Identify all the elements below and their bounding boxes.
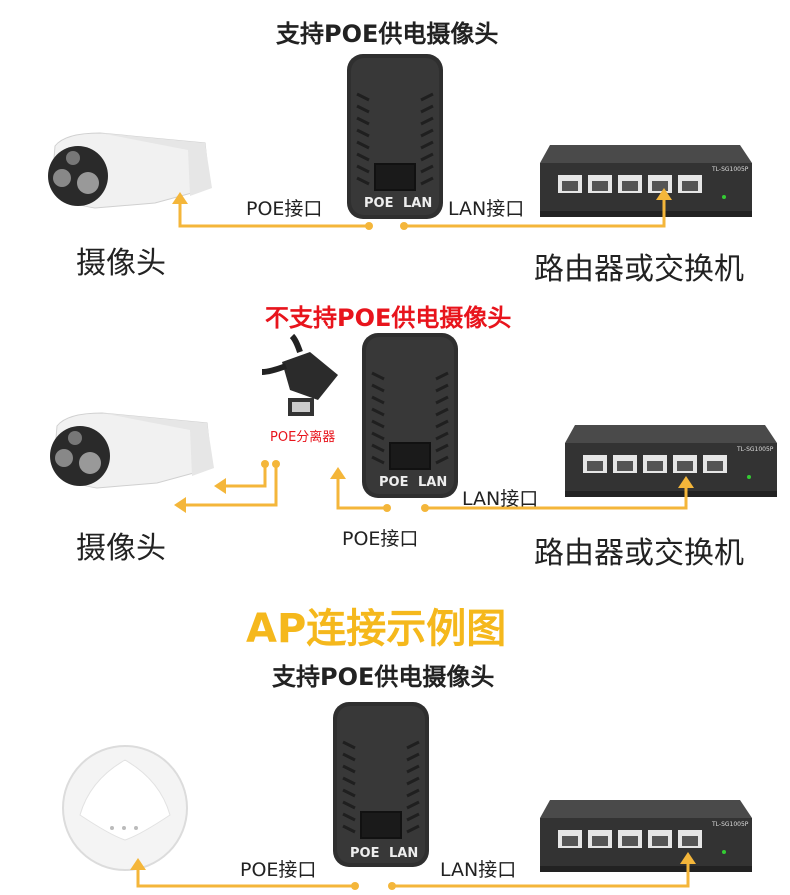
injector-poe-text-2: POE [379, 475, 409, 490]
lan-port-label-3: LAN接口 [440, 859, 517, 881]
switch-model-text: TL-SG1005P [712, 166, 749, 173]
connection-lines-1 [178, 196, 666, 228]
camera-device-2 [49, 412, 215, 489]
switch-device [540, 145, 752, 217]
splitter-label: POE分离器 [270, 430, 336, 445]
poe-splitter-device [261, 333, 338, 416]
lan-port-label: LAN接口 [448, 198, 525, 220]
section1-title: 支持POE供电摄像头 [276, 20, 499, 48]
injector-lan-text: LAN [403, 196, 433, 211]
injector-lan-text-3: LAN [389, 846, 419, 861]
poe-injector-device [345, 52, 445, 221]
access-point-device [62, 745, 188, 871]
connection-lines-2 [182, 464, 688, 510]
switch-device-2 [565, 425, 777, 497]
switch-label-2: 路由器或交换机 [534, 536, 744, 571]
switch-device-3 [540, 800, 752, 872]
switch-label: 路由器或交换机 [534, 252, 744, 287]
camera-device [47, 132, 213, 209]
injector-poe-text-3: POE [350, 846, 380, 861]
poe-port-label-2: POE接口 [342, 528, 419, 550]
switch-model-text-3: TL-SG1005P [712, 821, 749, 828]
switch-model-text-2: TL-SG1005P [737, 446, 774, 453]
camera-label: 摄像头 [76, 246, 166, 281]
injector-poe-text: POE [364, 196, 394, 211]
poe-injector-device-3 [331, 700, 431, 869]
poe-port-label-3: POE接口 [240, 859, 317, 881]
lan-port-label-2: LAN接口 [462, 488, 539, 510]
poe-port-label: POE接口 [246, 198, 323, 220]
ap-heading: AP连接示例图 [246, 606, 507, 652]
camera-label-2: 摄像头 [76, 531, 166, 566]
connection-lines-3 [136, 860, 690, 888]
injector-lan-text-2: LAN [418, 475, 448, 490]
section3-title: 支持POE供电摄像头 [272, 663, 495, 691]
section2-title: 不支持POE供电摄像头 [265, 304, 512, 332]
poe-injector-device-2 [360, 331, 460, 500]
